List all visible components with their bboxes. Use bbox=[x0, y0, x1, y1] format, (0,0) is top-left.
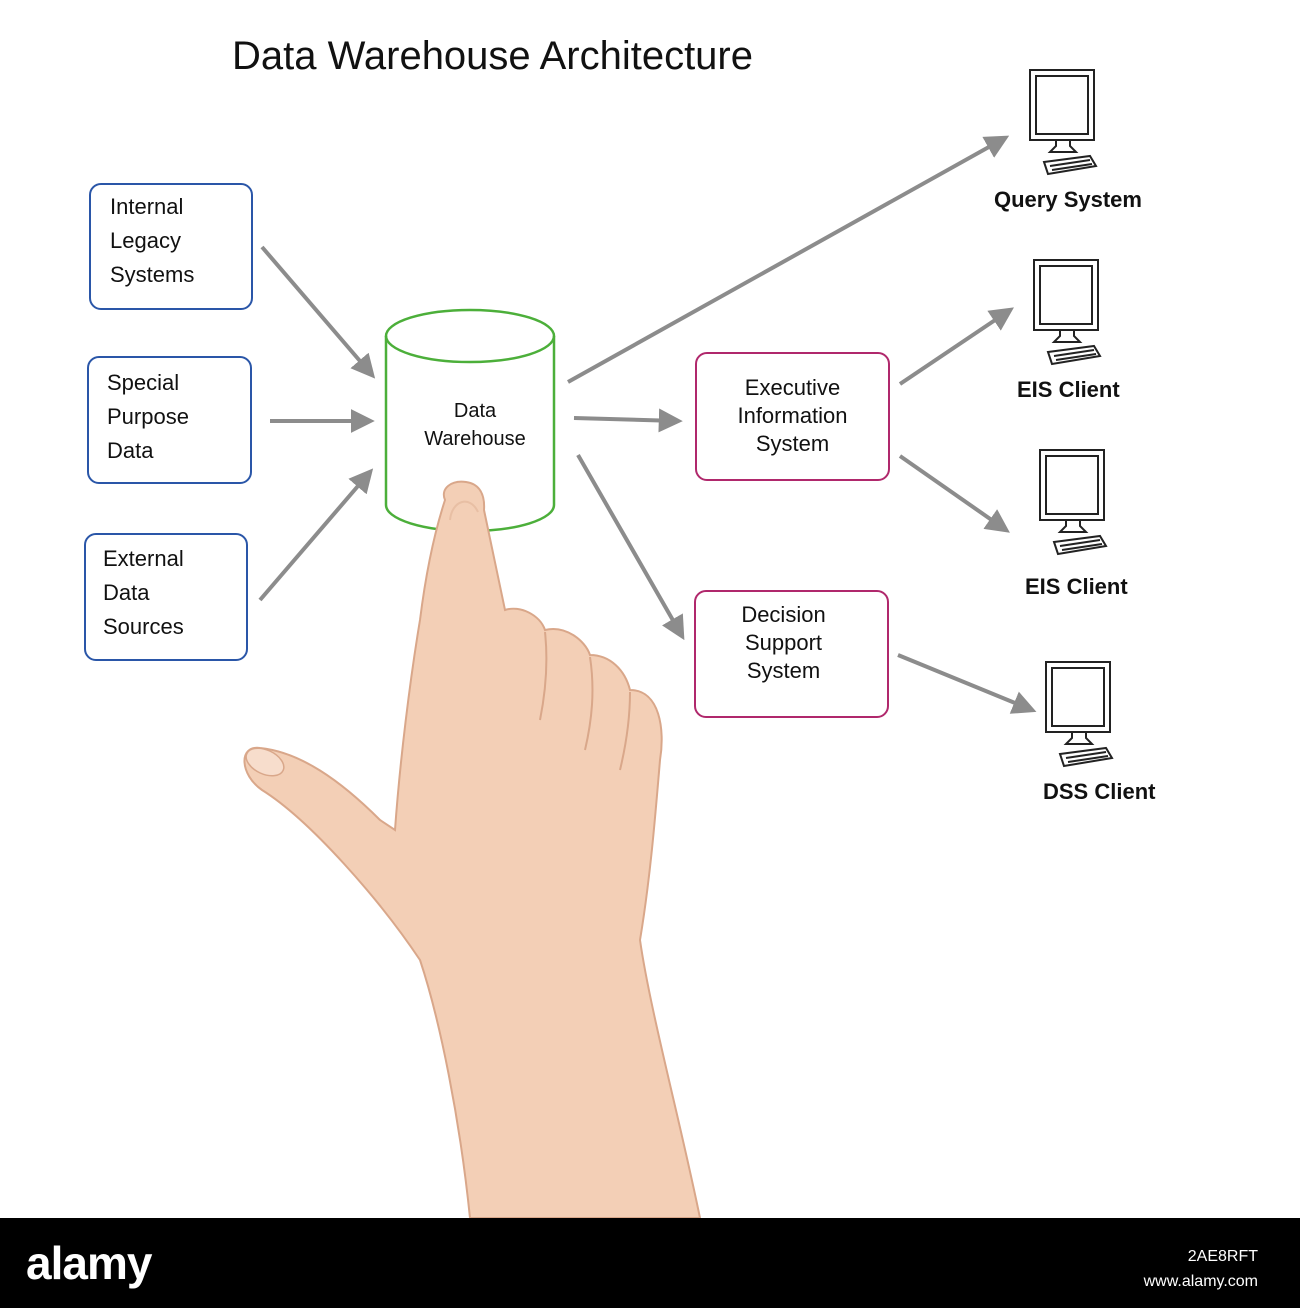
client-label-eis-1: EIS Client bbox=[1017, 377, 1120, 402]
source-box-external bbox=[84, 533, 248, 661]
watermark-footer: alamy 2AE8RFT www.alamy.com bbox=[0, 1218, 1300, 1308]
footer-site: www.alamy.com bbox=[1143, 1273, 1258, 1290]
source-label-special: Special Purpose Data bbox=[107, 370, 189, 463]
arrow-warehouse-to-eis bbox=[573, 408, 683, 433]
system-box-dss bbox=[694, 590, 889, 718]
arrow-dss-to-client bbox=[897, 653, 1037, 714]
footer-image-id: 2AE8RFT bbox=[1187, 1248, 1258, 1265]
source-label-external: External Data Sources bbox=[103, 546, 184, 639]
arrow-eis-to-client-1 bbox=[898, 307, 1014, 386]
source-box-legacy bbox=[89, 183, 253, 310]
client-label-query: Query System bbox=[994, 187, 1142, 212]
footer-meta: 2AE8RFT www.alamy.com bbox=[1144, 1244, 1258, 1294]
pointing-hand-image bbox=[243, 480, 702, 1219]
system-box-eis bbox=[695, 352, 890, 481]
computer-icon bbox=[1039, 449, 1108, 556]
page-title: Data Warehouse Architecture bbox=[232, 34, 753, 78]
arrow-warehouse-to-query bbox=[567, 135, 1010, 384]
footer-brand-logo: alamy bbox=[26, 1237, 152, 1289]
arrow-legacy-to-warehouse bbox=[260, 245, 376, 379]
client-label-dss: DSS Client bbox=[1043, 779, 1156, 804]
computer-icon bbox=[1045, 661, 1114, 768]
warehouse-label: Data Warehouse bbox=[424, 400, 526, 450]
arrow-eis-to-client-2 bbox=[898, 454, 1010, 533]
source-label-legacy: Internal Legacy Systems bbox=[110, 194, 195, 287]
arrow-external-to-warehouse bbox=[258, 468, 374, 602]
system-label-eis: Executive Information System bbox=[737, 375, 848, 456]
source-box-special bbox=[87, 356, 252, 484]
arrow-warehouse-to-dss bbox=[576, 454, 685, 641]
client-label-eis-2: EIS Client bbox=[1025, 574, 1128, 599]
computer-icon bbox=[1029, 69, 1098, 176]
system-label-dss: Decision Support System bbox=[741, 602, 826, 683]
computer-icon bbox=[1033, 259, 1102, 366]
